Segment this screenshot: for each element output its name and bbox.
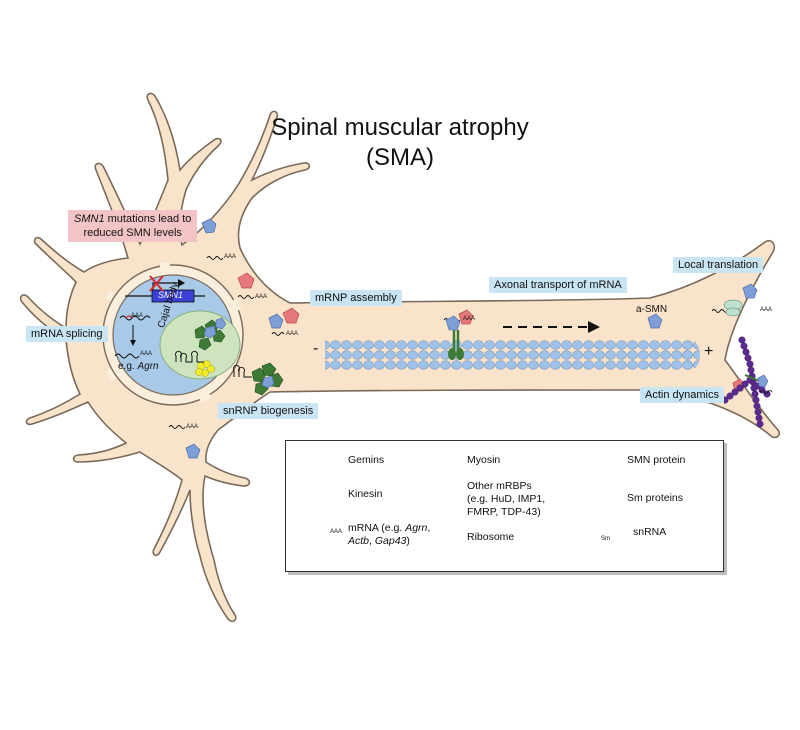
legend-sm-label: Sm proteins (627, 492, 684, 504)
cyto-mrna (168, 256, 285, 429)
aaa-axon-1: AAA (463, 316, 476, 322)
legend-ribosome-label: Ribosome (467, 531, 515, 543)
smn1-gene-box (151, 289, 195, 303)
a-smn-label: a-SMN (636, 304, 668, 315)
legend-sm-tag: Sm (601, 536, 610, 542)
aaa-cyto-2: AAA (255, 294, 268, 300)
aaa-cyto-1: AAA (224, 254, 237, 260)
legend-box (285, 440, 724, 572)
smn1-mutation-label: SMN1 mutations lead to reduced SMN level… (68, 210, 198, 242)
aaa-axon-2: AAA (760, 307, 773, 313)
legend-mrna-aaa: AAA (330, 529, 343, 535)
legend-mrna-label: mRNA (e.g. Agrn, Actb, Gap43) (348, 522, 431, 547)
aaa-cyto-4: AAA (186, 424, 199, 430)
microtubule-minus-end: - (313, 340, 319, 357)
axonal-transport-label: Axonal transport of mRNA (489, 277, 627, 293)
title-line-1: Spinal muscular atrophy (271, 114, 529, 141)
mrnp-assembly-label: mRNP assembly (310, 290, 402, 306)
aaa-nuc-1: AAA (131, 313, 144, 319)
snrna-sm-complex (175, 350, 205, 363)
kinesin-transport-complex (443, 315, 464, 360)
legend-myosin-label: Myosin (467, 454, 501, 466)
legend-smn-label: SMN protein (627, 454, 686, 466)
sm-protein-ring (195, 360, 215, 377)
aaa-nuc-2: AAA (140, 351, 153, 357)
snrnp-complex (233, 362, 284, 396)
legend-mrbps-label: Other mRBPs (e.g. HuD, IMP1, FMRP, TDP-4… (467, 480, 546, 518)
aaa-cyto-3: AAA (286, 331, 299, 337)
local-translation-complex (711, 299, 743, 317)
legend-kinesin-label: Kinesin (348, 488, 383, 500)
cajal-complex (194, 317, 227, 351)
legend-snrna-label: snRNA (633, 526, 667, 538)
smn-proteins (185, 218, 758, 459)
actin-dynamics-label: Actin dynamics (640, 387, 724, 403)
smn1-gene-name: SMN1 (74, 213, 105, 225)
legend-gemins-label: Gemins (348, 454, 385, 466)
pre-mrna-squiggle (119, 315, 151, 321)
splicing-example: e.g. Agrn (118, 361, 159, 372)
snrnp-biogenesis-label: snRNP biogenesis (218, 403, 319, 419)
microtubule-plus-end: + (704, 343, 714, 360)
actin-filaments (721, 336, 771, 428)
spliced-mrna-squiggle (114, 353, 140, 359)
microtubule (325, 340, 695, 370)
local-translation-label: Local translation (673, 257, 764, 273)
title-line-2: (SMA) (366, 144, 434, 171)
mutation-cross-icon (149, 275, 164, 292)
gene-label: SMN1 (158, 290, 184, 300)
mrna-splicing-label: mRNA splicing (26, 326, 108, 342)
myosin-actin-motor (744, 374, 773, 394)
diagram-title: Spinal muscular atrophy (SMA) (240, 113, 560, 173)
transport-direction-arrow (503, 321, 600, 333)
